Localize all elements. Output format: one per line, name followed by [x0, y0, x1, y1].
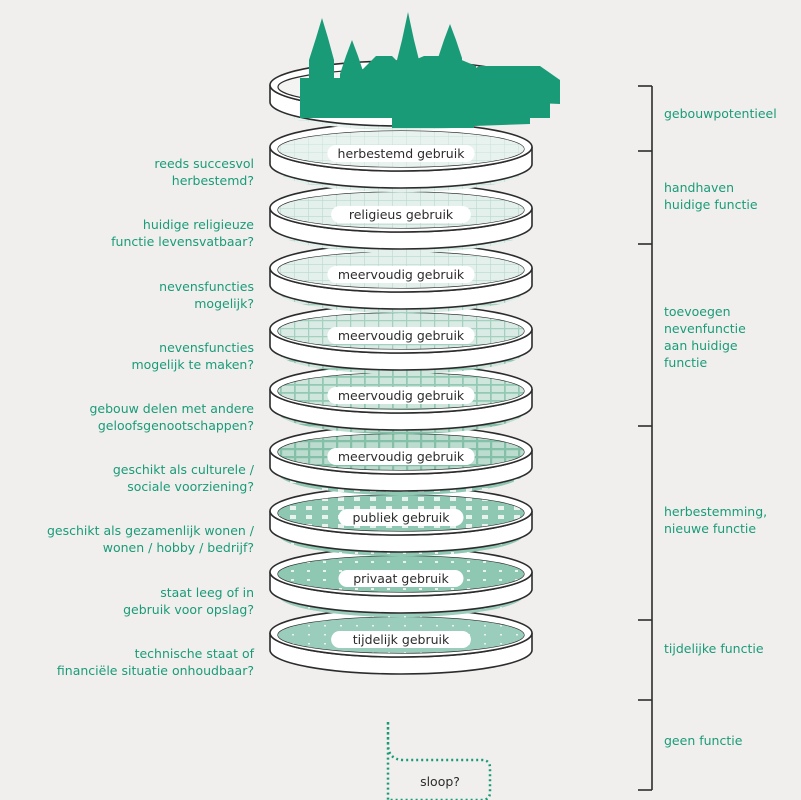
category-label: geen functie [664, 733, 743, 748]
layer-label-pill [327, 327, 475, 344]
question-text: geschikt als gezamenlijk wonen /wonen / … [47, 523, 255, 555]
layer-label: meervoudig gebruik [338, 388, 465, 403]
layer-label-pill [338, 570, 464, 587]
layer-label-pill [331, 631, 471, 648]
question-text: geschikt als culturele /sociale voorzien… [113, 462, 255, 494]
layer-label-pill [327, 448, 475, 465]
layer-label: meervoudig gebruik [338, 328, 465, 343]
layer: meervoudig gebruik [278, 434, 524, 470]
layer-label-pill [338, 509, 464, 526]
layer-label: tijdelijk gebruik [353, 632, 450, 647]
layer-label: meervoudig gebruik [338, 267, 465, 282]
layer-label: religieus gebruik [349, 207, 454, 222]
layer: meervoudig gebruik [278, 313, 524, 349]
layer-label: privaat gebruik [353, 571, 449, 586]
category-label: gebouwpotentieel [664, 106, 777, 121]
layer: tijdelijk gebruik [278, 617, 524, 653]
church-building-icon [300, 12, 560, 128]
layer: meervoudig gebruik [278, 252, 524, 288]
layer: privaat gebruik [278, 556, 524, 592]
category-label: herbestemming,nieuwe functie [664, 504, 767, 536]
demolition-box: sloop? [386, 722, 492, 800]
layer-label: publiek gebruik [353, 510, 451, 525]
layer: religieus gebruik [278, 192, 524, 228]
demolition-label: sloop? [420, 774, 460, 789]
layer-label-pill [327, 387, 475, 404]
layer-label-pill [327, 145, 475, 162]
layer-label: herbestemd gebruik [338, 146, 466, 161]
layer-label-pill [331, 206, 471, 223]
layer: herbestemd gebruik [278, 131, 524, 167]
layer-label: meervoudig gebruik [338, 449, 465, 464]
demolition-outline [386, 722, 492, 800]
layer-label-pill [327, 266, 475, 283]
layer: publiek gebruik [278, 495, 524, 531]
category-label: tijdelijke functie [664, 641, 764, 656]
layer: meervoudig gebruik [278, 373, 524, 409]
layer-tower: herbestemd gebruik religieus gebruik meerv… [269, 60, 533, 675]
